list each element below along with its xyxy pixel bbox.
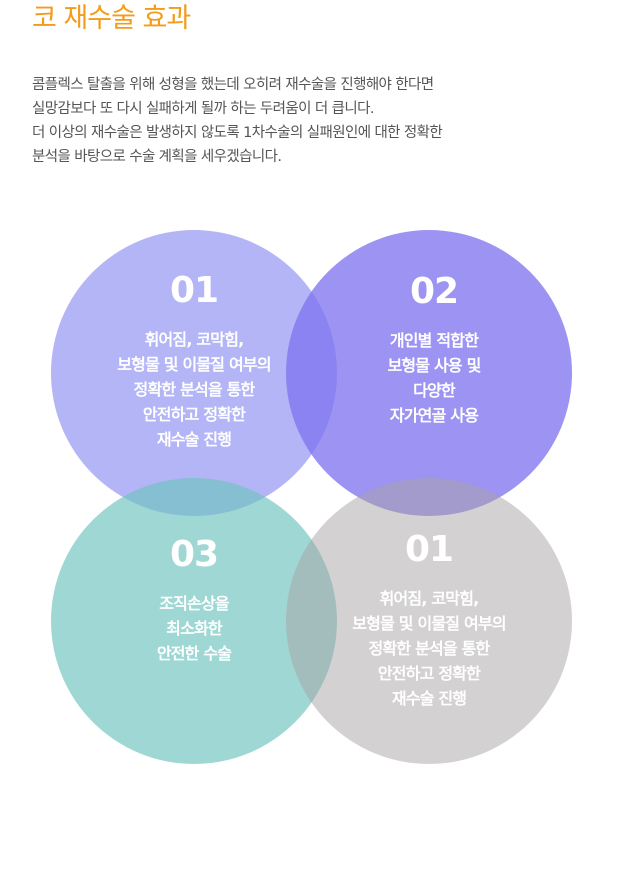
effect-line: 휘어짐, 코막힘,: [144, 330, 245, 349]
effect-number: 01: [169, 270, 219, 311]
intro-line: 분석을 바탕으로 수술 계획을 세우겠습니다.: [32, 149, 282, 165]
effect-line: 안전한 수술: [156, 644, 232, 663]
effect-line: 다양한: [413, 381, 456, 400]
effect-number: 02: [409, 271, 459, 312]
effect-circle-2: [286, 230, 572, 516]
effect-circle-4: [286, 478, 572, 764]
effect-line: 조직손상을: [159, 594, 229, 613]
effect-line: 자가연골 사용: [389, 406, 479, 425]
effect-line: 보형물 및 이물질 여부의: [117, 355, 271, 374]
effect-line: 안전하고 정확한: [142, 405, 246, 424]
intro-text: 콤플렉스 탈출을 위해 성형을 했는데 오히려 재수술을 진행해야 한다면 실망…: [32, 73, 612, 169]
effect-card-3: 03 조직손상을 최소화한 안전한 수술: [51, 535, 337, 666]
effect-number: 01: [404, 529, 454, 570]
effect-line: 휘어짐, 코막힘,: [379, 589, 480, 608]
effect-line: 보형물 및 이물질 여부의: [352, 614, 506, 633]
effect-line: 정확한 분석을 통한: [133, 380, 256, 399]
effect-card-1: 01 휘어짐, 코막힘, 보형물 및 이물질 여부의 정확한 분석을 통한 안전…: [51, 271, 337, 452]
effect-line: 개인별 적합한: [389, 331, 479, 350]
effect-number: 03: [169, 534, 219, 575]
effect-card-2: 02 개인별 적합한 보형물 사용 및 다양한 자가연골 사용: [291, 272, 577, 428]
effect-line: 보형물 사용 및: [387, 356, 481, 375]
page-title: 코 재수술 효과: [32, 3, 191, 34]
intro-line: 더 이상의 재수술은 발생하지 않도록 1차수술의 실패원인에 대한 정확한: [32, 125, 443, 141]
effect-line: 안전하고 정확한: [377, 664, 481, 683]
effect-line: 정확한 분석을 통한: [368, 639, 491, 658]
effect-card-4: 01 휘어짐, 코막힘, 보형물 및 이물질 여부의 정확한 분석을 통한 안전…: [286, 530, 572, 711]
intro-line: 콤플렉스 탈출을 위해 성형을 했는데 오히려 재수술을 진행해야 한다면: [32, 77, 434, 93]
intro-line: 실망감보다 또 다시 실패하게 될까 하는 두려움이 더 큽니다.: [32, 101, 374, 117]
effect-line: 최소화한: [166, 619, 222, 638]
effect-line: 재수술 진행: [391, 689, 467, 708]
effect-line: 재수술 진행: [156, 430, 232, 449]
